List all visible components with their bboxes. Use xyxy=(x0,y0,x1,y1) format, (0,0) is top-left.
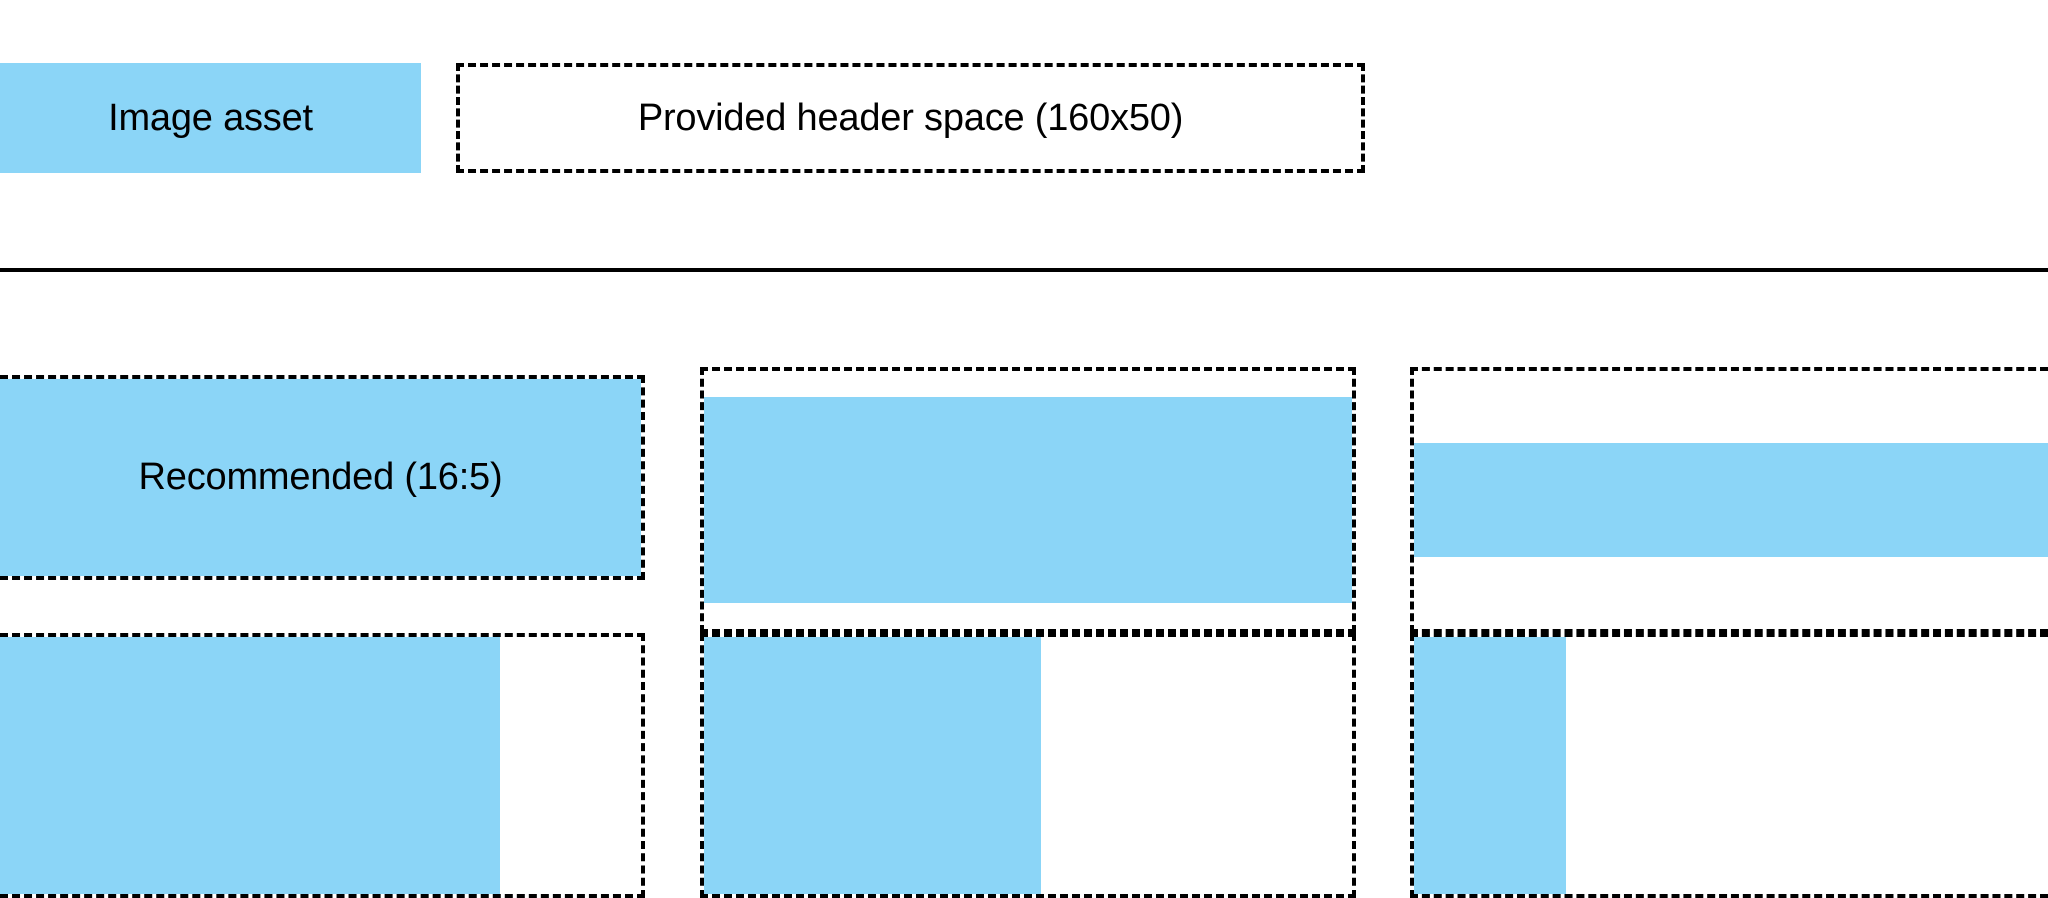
specimen-box-recommended: Recommended (16:5) xyxy=(0,375,645,580)
provided-header-space-box: Provided header space (160x50) xyxy=(456,63,1365,173)
specimen-box-wide-short xyxy=(700,367,1356,633)
image-asset-swatch: Image asset xyxy=(0,63,421,173)
header-example-row: Image asset Provided header space (160x5… xyxy=(0,63,2048,173)
specimen-box-wide-shorter xyxy=(1410,367,2048,633)
specimen-fill xyxy=(1414,637,1567,894)
specimen-box-narrow-52 xyxy=(700,633,1356,898)
specimen-box-narrow-78 xyxy=(0,633,645,898)
specimen-fill xyxy=(704,637,1041,894)
specimen-box-narrow-24 xyxy=(1410,633,2048,898)
specimen-fill xyxy=(1414,443,2048,557)
section-divider xyxy=(0,268,2048,272)
specimen-fill xyxy=(0,379,641,576)
specimen-fill xyxy=(0,637,500,894)
specimen-fill xyxy=(704,396,1352,604)
provided-header-space-label: Provided header space (160x50) xyxy=(637,97,1184,139)
image-asset-label: Image asset xyxy=(108,97,313,139)
